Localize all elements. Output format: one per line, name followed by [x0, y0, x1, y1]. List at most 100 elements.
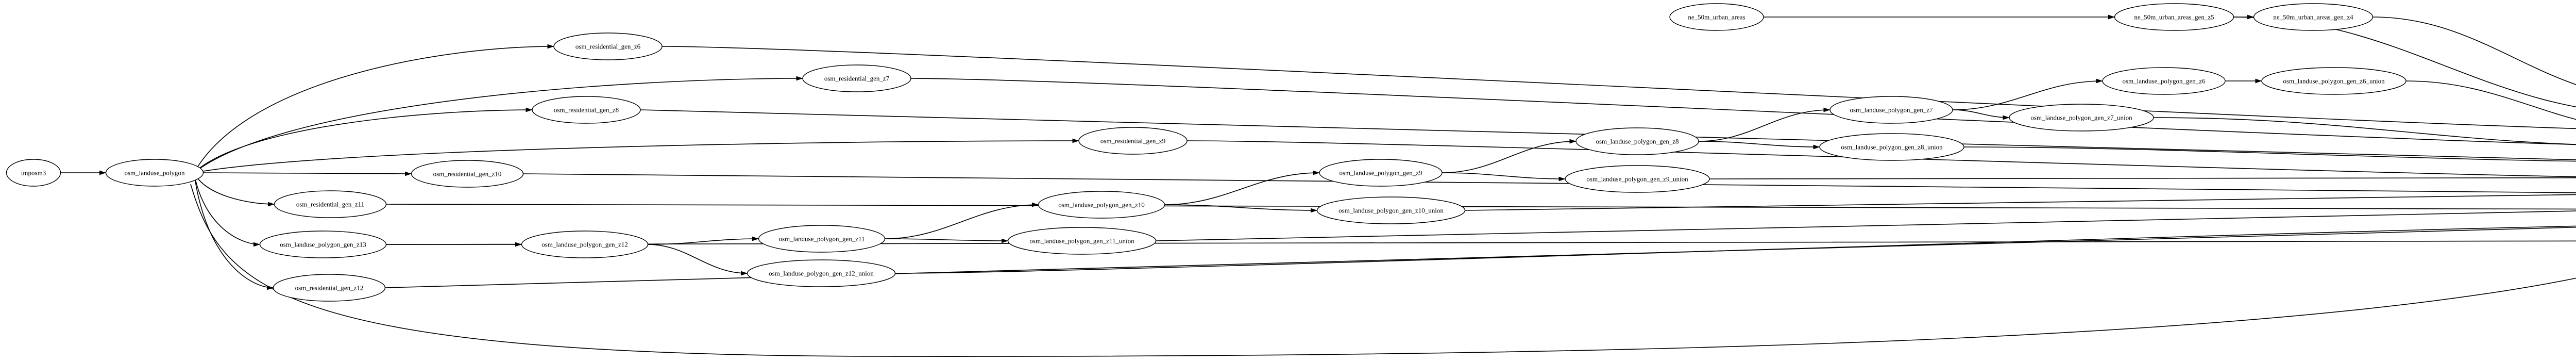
node-ellipse [6, 159, 61, 187]
node-osm_landuse_polygon_gen_z10_union: osm_landuse_polygon_gen_z10_union [1316, 196, 1466, 224]
node-osm_landuse_polygon_gen_z8: osm_landuse_polygon_gen_z8 [1575, 127, 1699, 155]
node-label: imposm3 [21, 169, 46, 177]
edge-osm_residential_gen_z6-to-row-z6 [662, 46, 2576, 129]
node-osm_residential_gen_z11: osm_residential_gen_z11 [274, 190, 387, 218]
edge-osm_landuse_polygon-to-osm_residential_gen_z11 [193, 172, 275, 207]
edge-osm_landuse_polygon_gen_z8-to-osm_landuse_polygon_gen_z7 [1698, 107, 1831, 142]
node-ellipse [2102, 67, 2226, 95]
node-label: osm_landuse_polygon_gen_z12 [541, 241, 628, 249]
node-label: osm_landuse_polygon_gen_z9 [1339, 169, 1422, 177]
node-label: osm_landuse_polygon_gen_z10 [1058, 201, 1145, 209]
node-label: osm_landuse_polygon_gen_z7_union [2030, 114, 2132, 122]
node-osm_landuse_polygon_gen_z13: osm_landuse_polygon_gen_z13 [259, 231, 387, 258]
node-osm_landuse_polygon_gen_z11_union: osm_landuse_polygon_gen_z11_union [1007, 227, 1157, 255]
node-osm_landuse_polygon: osm_landuse_polygon [105, 159, 204, 187]
edge-osm_landuse_polygon-to-osm_residential_gen_z6 [193, 44, 554, 173]
node-label: osm_landuse_polygon_gen_z11_union [1029, 237, 1134, 245]
node-ellipse [553, 32, 663, 60]
edge-osm_landuse_polygon_gen_z6_union-to-row-z6 [2405, 80, 2576, 120]
node-label: ne_50m_urban_areas [1688, 13, 1745, 21]
edge-osm_landuse_polygon_gen_z10-to-osm_landuse_polygon_gen_z10_union [1164, 204, 1317, 213]
edge-osm_landuse_polygon_gen_z11-to-osm_landuse_polygon_gen_z10 [885, 202, 1039, 239]
node-label: osm_residential_gen_z7 [824, 75, 890, 83]
node-osm_landuse_polygon_gen_z6_union: osm_landuse_polygon_gen_z6_union [2261, 67, 2406, 95]
node-ellipse [2253, 3, 2374, 31]
node-label: osm_residential_gen_z10 [433, 170, 502, 178]
node-ellipse [1575, 127, 1699, 155]
node-ellipse [1078, 127, 1188, 155]
node-ellipse [1007, 227, 1157, 255]
node-label: osm_landuse_polygon_gen_z12_union [769, 270, 874, 277]
edge-osm_landuse_polygon-to-osm_residential_gen_z8 [193, 107, 533, 173]
edge-osm_landuse_polygon_gen_z12-to-osm_landuse_polygon_gen_z12_union [648, 244, 748, 276]
node-osm_landuse_polygon_gen_z12: osm_landuse_polygon_gen_z12 [521, 231, 649, 258]
nodes-layer: imposm3 osm_landuse_polygon osm_residentia… [6, 3, 2406, 302]
node-ellipse [2261, 67, 2406, 95]
node-label: osm_residential_gen_z9 [1100, 137, 1165, 145]
node-label: osm_residential_gen_z12 [295, 284, 364, 292]
node-ellipse [2114, 3, 2234, 31]
node-label: osm_landuse_polygon_gen_z13 [280, 241, 366, 249]
node-osm_residential_gen_z8: osm_residential_gen_z8 [532, 96, 641, 124]
node-osm_landuse_polygon_gen_z10: osm_landuse_polygon_gen_z10 [1038, 191, 1165, 219]
edge-osm_landuse_polygon-to-osm_residential_gen_z12 [193, 172, 274, 290]
node-label: osm_landuse_polygon_gen_z11 [778, 235, 865, 243]
node-ellipse [747, 259, 896, 287]
node-label: osm_landuse_polygon_gen_z6_union [2283, 77, 2385, 85]
node-ellipse [411, 160, 524, 188]
node-label: osm_residential_gen_z6 [575, 43, 641, 51]
node-ellipse [521, 231, 649, 258]
node-ellipse [1829, 96, 1953, 124]
node-osm_residential_gen_z6: osm_residential_gen_z6 [553, 32, 663, 60]
node-osm_residential_gen_z9: osm_residential_gen_z9 [1078, 127, 1188, 155]
node-ellipse [1319, 159, 1443, 187]
edge-osm_landuse_polygon_gen_z8-to-osm_landuse_polygon_gen_z8_union [1698, 141, 1820, 150]
node-ellipse [1316, 196, 1466, 224]
node-osm_landuse_polygon_gen_z9_union: osm_landuse_polygon_gen_z9_union [1565, 165, 1710, 193]
edge-osm_landuse_polygon_gen_z11-to-osm_landuse_polygon_gen_z11_union [885, 238, 1008, 243]
node-osm_landuse_polygon_gen_z12_union: osm_landuse_polygon_gen_z12_union [747, 259, 896, 287]
node-ellipse [1819, 133, 1964, 161]
node-label: osm_landuse_polygon_gen_z8_union [1841, 143, 1943, 151]
edge-ne_50m_urban_areas_gen_z4-to-row-z4 [2372, 17, 2576, 85]
node-imposm3: imposm3 [6, 159, 61, 187]
node-osm_landuse_polygon_gen_z7_union: osm_landuse_polygon_gen_z7_union [2009, 104, 2154, 131]
node-ellipse [2009, 104, 2154, 131]
node-ellipse [802, 64, 911, 92]
node-osm_landuse_polygon_gen_z9: osm_landuse_polygon_gen_z9 [1319, 159, 1443, 187]
node-osm_landuse_polygon_gen_z6: osm_landuse_polygon_gen_z6 [2102, 67, 2226, 95]
node-label: osm_landuse_polygon_gen_z7 [1850, 106, 1933, 114]
node-label: osm_landuse_polygon_gen_z8 [1596, 138, 1679, 145]
edge-osm_landuse_polygon_gen_z10-to-osm_landuse_polygon_gen_z9 [1164, 170, 1320, 205]
edge-osm_residential_gen_z7-to-row-z7 [910, 78, 2576, 145]
node-osm_landuse_polygon_gen_z11: osm_landuse_polygon_gen_z11 [758, 225, 886, 253]
node-ellipse [259, 231, 387, 258]
edge-osm_landuse_polygon_gen_z7-to-osm_landuse_polygon_gen_z7_union [1952, 109, 2010, 120]
node-ellipse [1038, 191, 1165, 219]
node-label: osm_landuse_polygon [125, 169, 185, 177]
edge-osm_landuse_polygon-to-osm_residential_gen_z9 [194, 138, 1079, 173]
node-ellipse [532, 96, 641, 124]
node-osm_landuse_polygon_gen_z8_union: osm_landuse_polygon_gen_z8_union [1819, 133, 1964, 161]
node-osm_landuse_polygon_gen_z7: osm_landuse_polygon_gen_z7 [1829, 96, 1953, 124]
node-label: osm_residential_gen_z11 [296, 201, 364, 208]
node-label: ne_50m_urban_areas_gen_z4 [2273, 13, 2353, 21]
node-osm_residential_gen_z10: osm_residential_gen_z10 [411, 160, 524, 188]
node-ne_50m_urban_areas: ne_50m_urban_areas [1669, 3, 1764, 31]
node-osm_residential_gen_z7: osm_residential_gen_z7 [802, 64, 911, 92]
edge-osm_landuse_polygon-to-osm_landuse_polygon_gen_z13 [193, 172, 260, 247]
edge-osm_landuse_polygon_gen_z7-to-osm_landuse_polygon_gen_z6 [1952, 78, 2103, 110]
node-ellipse [273, 274, 386, 302]
node-ellipse [105, 159, 204, 187]
node-ellipse [758, 225, 886, 253]
node-label: osm_landuse_polygon_gen_z6 [2122, 77, 2206, 85]
node-ellipse [1669, 3, 1764, 31]
node-label: osm_landuse_polygon_gen_z10_union [1338, 207, 1444, 215]
edge-osm_landuse_polygon_gen_z9-to-osm_landuse_polygon_gen_z9_union [1442, 172, 1566, 182]
node-label: osm_landuse_polygon_gen_z9_union [1586, 175, 1688, 183]
edge-osm_residential_gen_z11-to-row-z11 [386, 204, 2576, 210]
node-ne_50m_urban_areas_gen_z5: ne_50m_urban_areas_gen_z5 [2114, 3, 2234, 31]
node-ellipse [274, 190, 387, 218]
node-ne_50m_urban_areas_gen_z4: ne_50m_urban_areas_gen_z4 [2253, 3, 2374, 31]
